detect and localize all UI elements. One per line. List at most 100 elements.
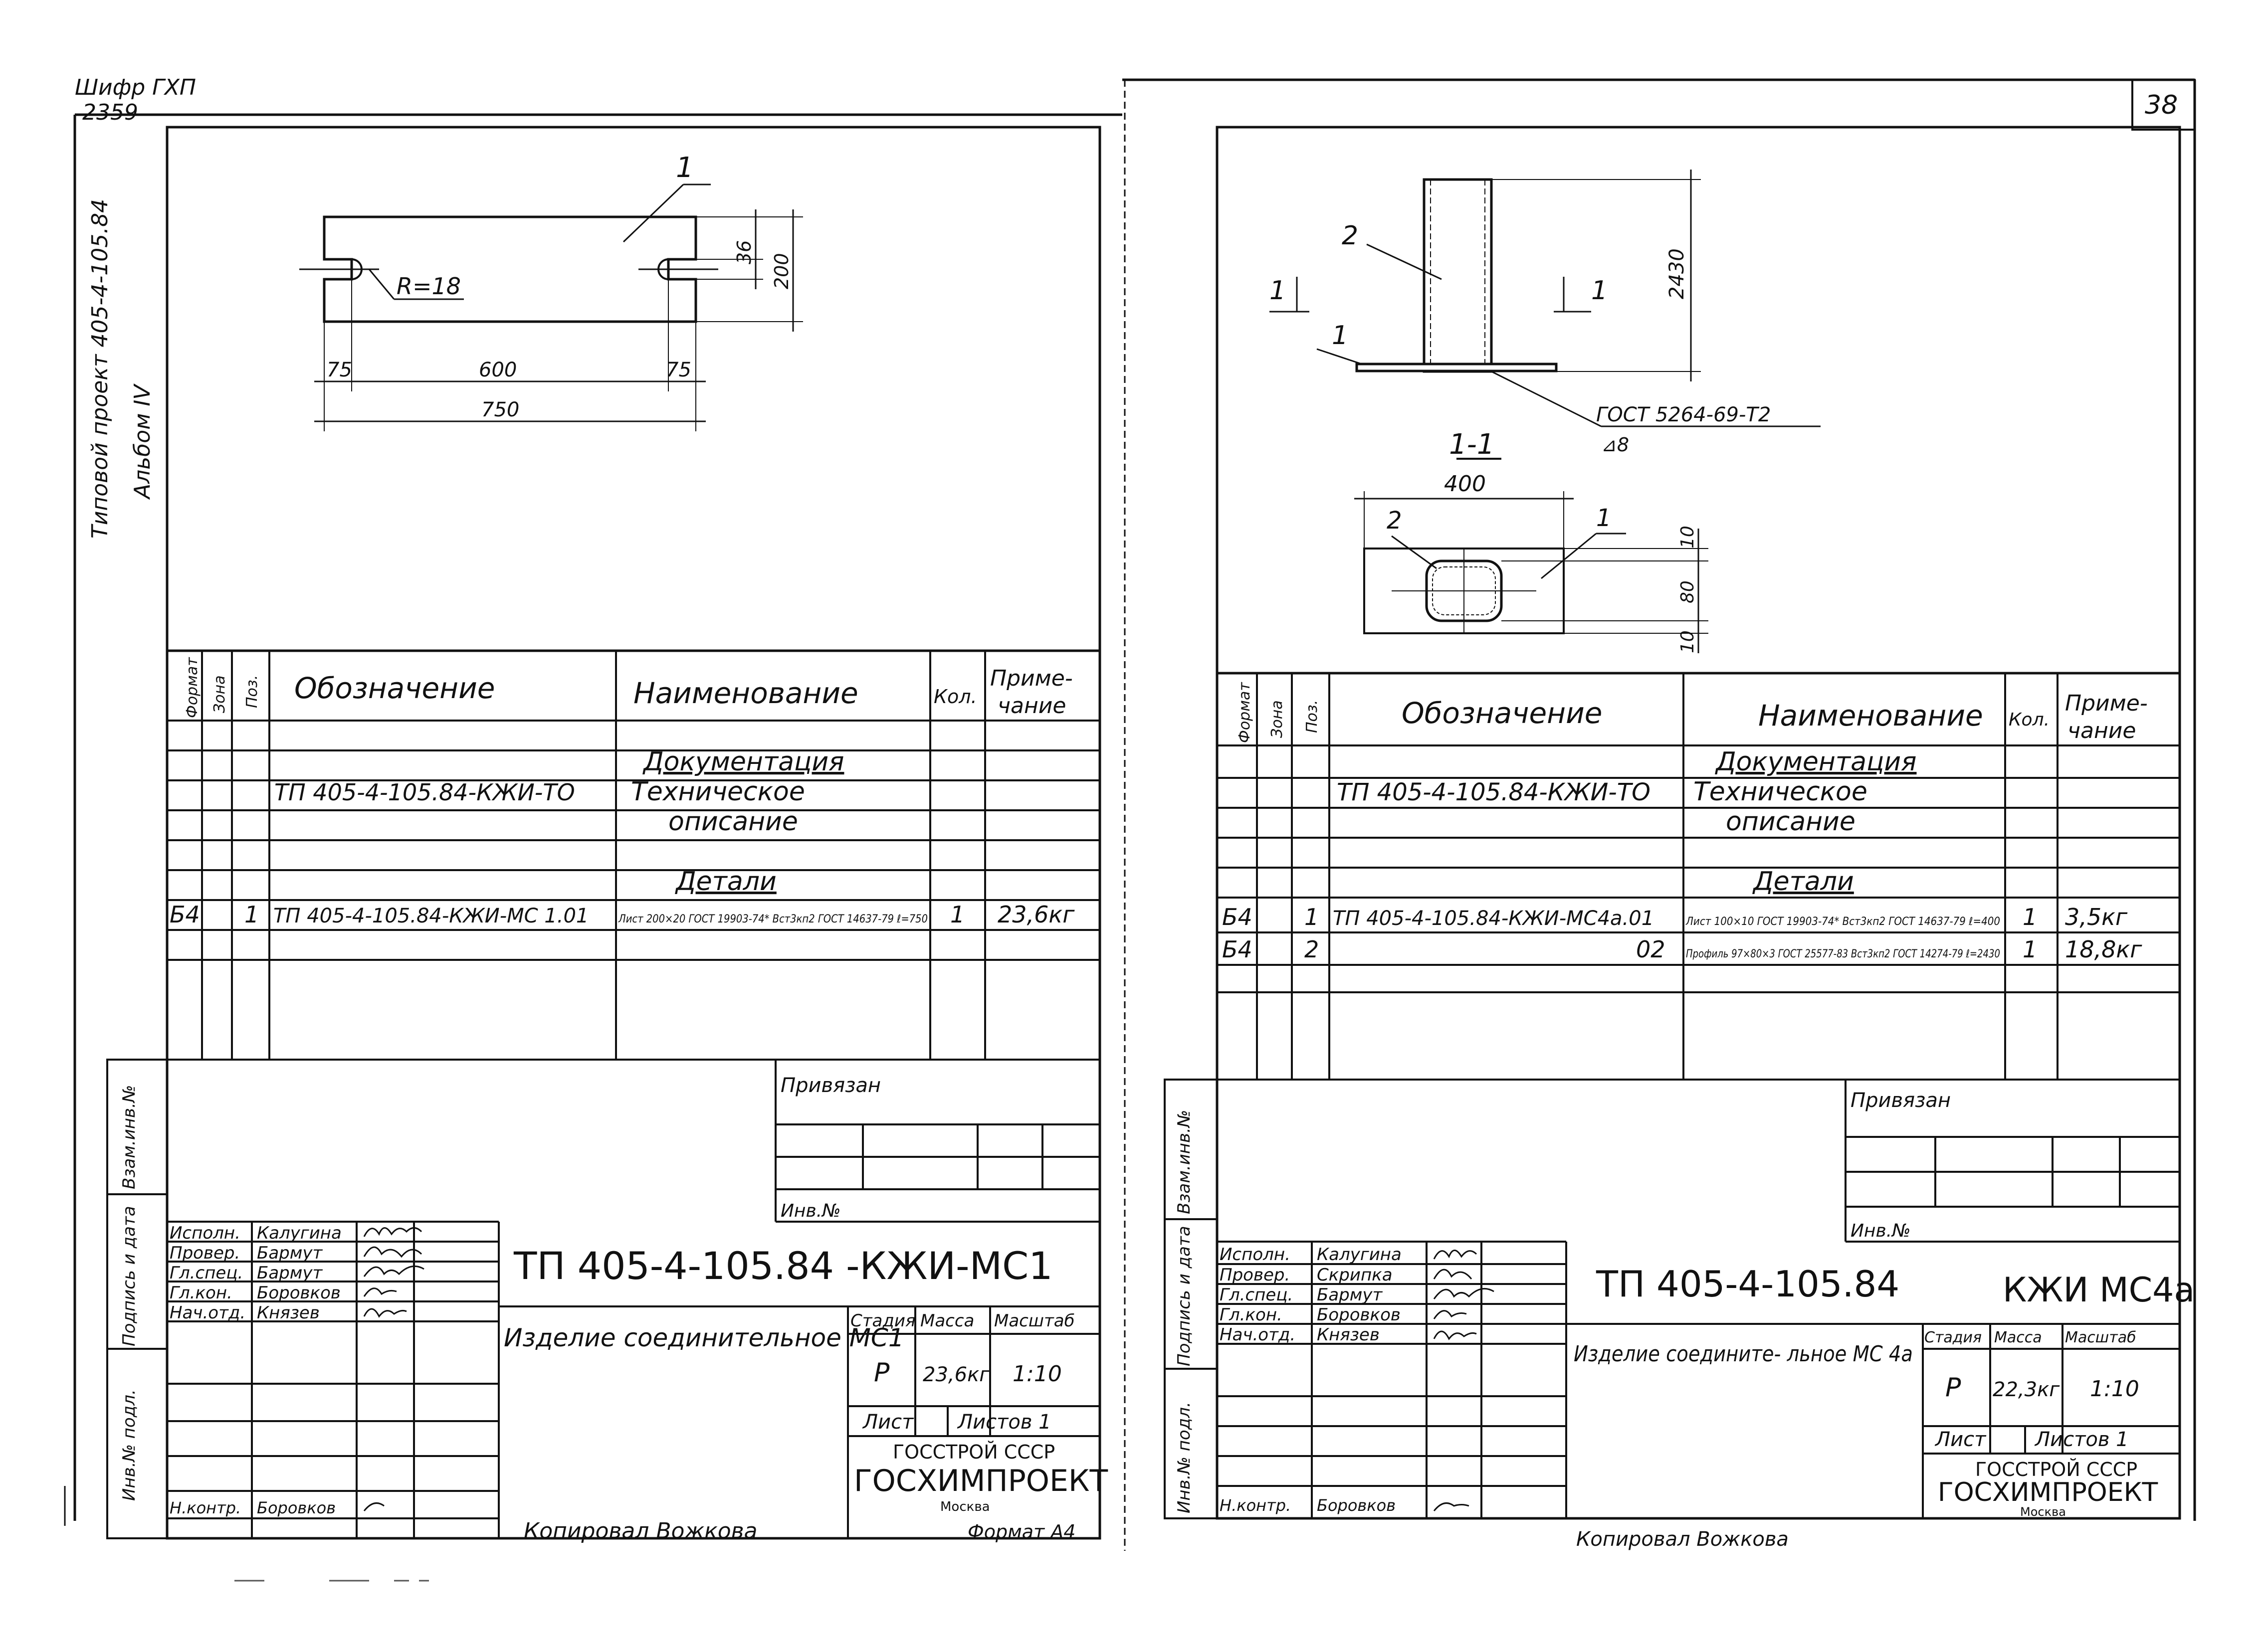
left-name-3: Боровков bbox=[257, 1283, 341, 1303]
right-bound-label: Привязан bbox=[1851, 1089, 1951, 1112]
right-row7-name: Профиль 97×80×3 ГОСТ 25577-83 Вст3кп2 ГО… bbox=[1686, 948, 2000, 960]
right-doc-code-suffix: КЖИ МС4а bbox=[2003, 1271, 2195, 1310]
left-head-designation: Обозначение bbox=[294, 671, 495, 705]
right-elevation bbox=[1269, 170, 1821, 427]
right-dim-2430: 2430 bbox=[1665, 248, 1688, 299]
right-copied: Копировал Вожкова bbox=[1576, 1528, 1789, 1551]
right-mass-label: Масса bbox=[1994, 1329, 2042, 1346]
right-head-name: Наименование bbox=[1758, 699, 1983, 733]
left-role-2: Гл.спец. bbox=[170, 1263, 243, 1283]
album-label: Альбом IV bbox=[130, 383, 155, 500]
right-role-2: Гл.спец. bbox=[1220, 1285, 1293, 1305]
right-role-0: Исполн. bbox=[1220, 1245, 1290, 1265]
right-head-pos: Поз. bbox=[1303, 700, 1321, 733]
left-row6-designation: ТП 405-4-105.84-КЖИ-МС 1.01 bbox=[273, 905, 589, 927]
right-name-0: Калугина bbox=[1317, 1245, 1402, 1265]
right-row2-name: Техническое bbox=[1693, 777, 1867, 807]
cipher-number: 2359 bbox=[82, 100, 138, 125]
left-dim-200: 200 bbox=[771, 253, 793, 289]
left-row6-name: Лист 200×20 ГОСТ 19903-74* Вст3кп2 ГОСТ … bbox=[618, 913, 928, 925]
left-stage: Р bbox=[874, 1358, 890, 1388]
left-spec-table bbox=[167, 651, 1100, 1061]
left-dim-75b: 75 bbox=[666, 359, 691, 381]
right-name-3: Боровков bbox=[1317, 1305, 1401, 1325]
left-dim-750: 750 bbox=[481, 398, 519, 421]
left-stage-label: Стадия bbox=[850, 1311, 915, 1331]
sheet-number-box: 38 bbox=[2131, 79, 2196, 131]
right-dim-10b: 10 bbox=[1677, 630, 1698, 653]
left-org2: ГОСХИМПРОЕКТ bbox=[854, 1464, 1108, 1498]
left-name-2: Бармут bbox=[257, 1263, 323, 1283]
right-section-label: 1-1 bbox=[1449, 428, 1494, 461]
right-name-2: Бармут bbox=[1317, 1285, 1383, 1305]
left-inv-label: Инв.№ bbox=[781, 1201, 841, 1221]
right-city: Москва bbox=[2020, 1505, 2066, 1519]
left-side-label-2: Инв.№ подл. bbox=[119, 1389, 139, 1501]
left-row1-name: Документация bbox=[642, 747, 844, 777]
left-side-label-0: Взам.инв.№ bbox=[119, 1085, 139, 1189]
right-mass: 22,3кг bbox=[1993, 1378, 2060, 1401]
left-head-note2: чание bbox=[998, 693, 1066, 719]
right-org2: ГОСХИМПРОЕКТ bbox=[1938, 1477, 2158, 1507]
left-role-3: Гл.кон. bbox=[170, 1283, 232, 1303]
right-org1: ГОССТРОЙ СССР bbox=[1975, 1459, 2137, 1480]
left-scale: 1:10 bbox=[1013, 1361, 1062, 1387]
right-stamp bbox=[1164, 1079, 2180, 1519]
left-head-note1: Приме- bbox=[990, 666, 1073, 691]
right-row6-pos: 1 bbox=[1304, 904, 1319, 930]
sheet-number: 38 bbox=[2145, 90, 2178, 120]
cipher-label: Шифр ГХП bbox=[75, 75, 196, 100]
right-spec-table bbox=[1217, 673, 2180, 1081]
right-norm-name: Боровков bbox=[1317, 1496, 1396, 1515]
right-weld-size: ⊿8 bbox=[1601, 434, 1629, 456]
left-role-1: Провер. bbox=[170, 1243, 240, 1263]
right-sec-pos1: 1 bbox=[1596, 504, 1612, 532]
right-scale-label: Масштаб bbox=[2065, 1329, 2136, 1346]
right-row6-designation: ТП 405-4-105.84-КЖИ-МС4а.01 bbox=[1333, 907, 1654, 930]
right-row3-name: описание bbox=[1726, 807, 1856, 837]
right-doc-code: ТП 405-4-105.84 bbox=[1596, 1263, 1899, 1305]
left-row6-pos: 1 bbox=[244, 901, 259, 928]
left-city: Москва bbox=[940, 1499, 990, 1514]
right-role-3: Гл.кон. bbox=[1220, 1305, 1282, 1325]
right-inv-label: Инв.№ bbox=[1851, 1221, 1911, 1241]
right-norm-role: Н.контр. bbox=[1220, 1496, 1291, 1515]
right-head-designation: Обозначение bbox=[1402, 696, 1602, 730]
right-sheets-label: Листов 1 bbox=[2034, 1428, 2129, 1451]
right-dim-10a: 10 bbox=[1677, 526, 1698, 549]
right-row6-note: 3,5кг bbox=[2065, 904, 2128, 930]
left-norm-name: Боровков bbox=[257, 1498, 336, 1517]
left-head-format: Формат bbox=[184, 657, 201, 718]
right-row7-designation: 02 bbox=[1636, 936, 1665, 963]
left-copied: Копировал Вожкова bbox=[524, 1518, 758, 1544]
right-name-4: Князев bbox=[1317, 1325, 1380, 1345]
left-role-4: Нач.отд. bbox=[170, 1303, 245, 1323]
left-sheets-label: Листов 1 bbox=[957, 1411, 1051, 1434]
right-side-label-2: Инв.№ подл. bbox=[1174, 1402, 1194, 1513]
left-head-name: Наименование bbox=[633, 676, 858, 710]
right-pos2-label: 2 bbox=[1342, 221, 1358, 251]
left-name-4: Князев bbox=[257, 1303, 320, 1323]
right-row7-format: Б4 bbox=[1222, 936, 1252, 963]
left-name-1: Бармут bbox=[257, 1243, 323, 1263]
left-format: Формат А4 bbox=[968, 1521, 1075, 1543]
right-head-qty: Кол. bbox=[2009, 710, 2050, 730]
left-title: Изделие соединительное МС1 bbox=[504, 1323, 904, 1352]
right-row6-qty: 1 bbox=[2023, 904, 2037, 930]
right-cut1-label: 1 bbox=[1269, 276, 1286, 306]
right-row5-name: Детали bbox=[1752, 867, 1854, 897]
right-row6-format: Б4 bbox=[1222, 904, 1252, 930]
left-dim-75a: 75 bbox=[327, 359, 352, 381]
left-head-zone: Зона bbox=[211, 675, 228, 713]
right-row7-note: 18,8кг bbox=[2065, 936, 2142, 963]
left-norm-role: Н.контр. bbox=[170, 1498, 241, 1517]
left-row6-format: Б4 bbox=[170, 901, 200, 928]
left-row6-note: 23,6кг bbox=[998, 901, 1075, 928]
left-bound-label: Привязан bbox=[781, 1074, 881, 1097]
right-head-zone: Зона bbox=[1268, 700, 1286, 738]
left-dim-600: 600 bbox=[479, 359, 517, 381]
right-signatures bbox=[1433, 1250, 1494, 1511]
left-pos1-label: 1 bbox=[676, 152, 694, 184]
left-name-0: Калугина bbox=[257, 1223, 342, 1243]
